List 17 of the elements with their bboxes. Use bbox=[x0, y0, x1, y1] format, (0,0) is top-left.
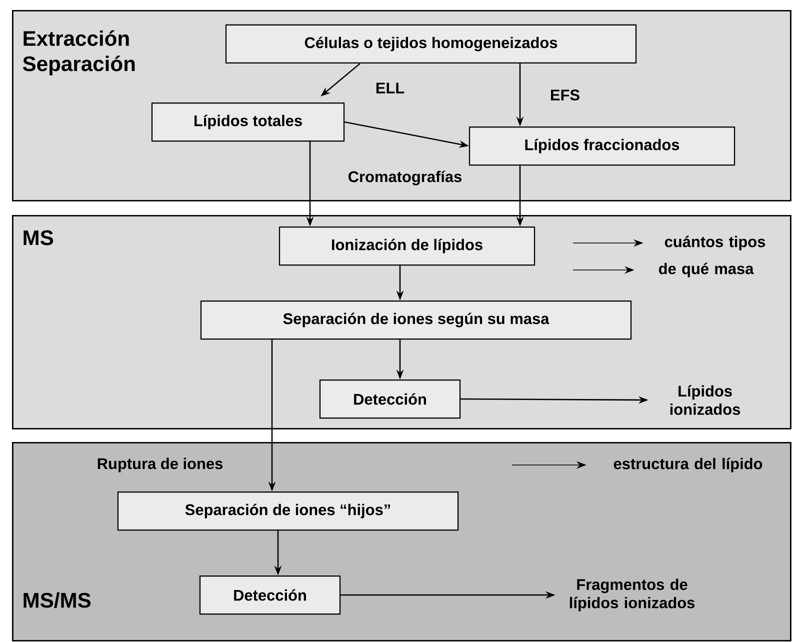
result-text: Fragmentos de lípidos ionizados bbox=[570, 578, 695, 612]
process-box: Detección bbox=[199, 575, 341, 615]
method-label: Cromatografías bbox=[348, 170, 462, 186]
edge-label: Ruptura de iones bbox=[98, 458, 222, 472]
process-box: Separación de iones según su masa bbox=[200, 300, 632, 340]
process-box: Células o tejidos homogeneizados bbox=[225, 24, 637, 64]
process-box: Lípidos fraccionados bbox=[468, 126, 736, 166]
process-box: Separación de iones “hijos” bbox=[117, 491, 459, 531]
result-text: de qué masa bbox=[658, 262, 754, 278]
edge-label: ELL bbox=[376, 82, 404, 94]
process-box: Detección bbox=[319, 379, 461, 419]
result-text: cuántos tipos bbox=[664, 236, 766, 250]
result-text: Lípidos ionizados bbox=[670, 385, 740, 415]
result-text: estructura del lípido bbox=[614, 458, 762, 472]
process-box: Ionización de lípidos bbox=[278, 226, 536, 266]
process-box: Lípidos totales bbox=[151, 102, 345, 142]
edge-label: EFS bbox=[551, 90, 580, 100]
